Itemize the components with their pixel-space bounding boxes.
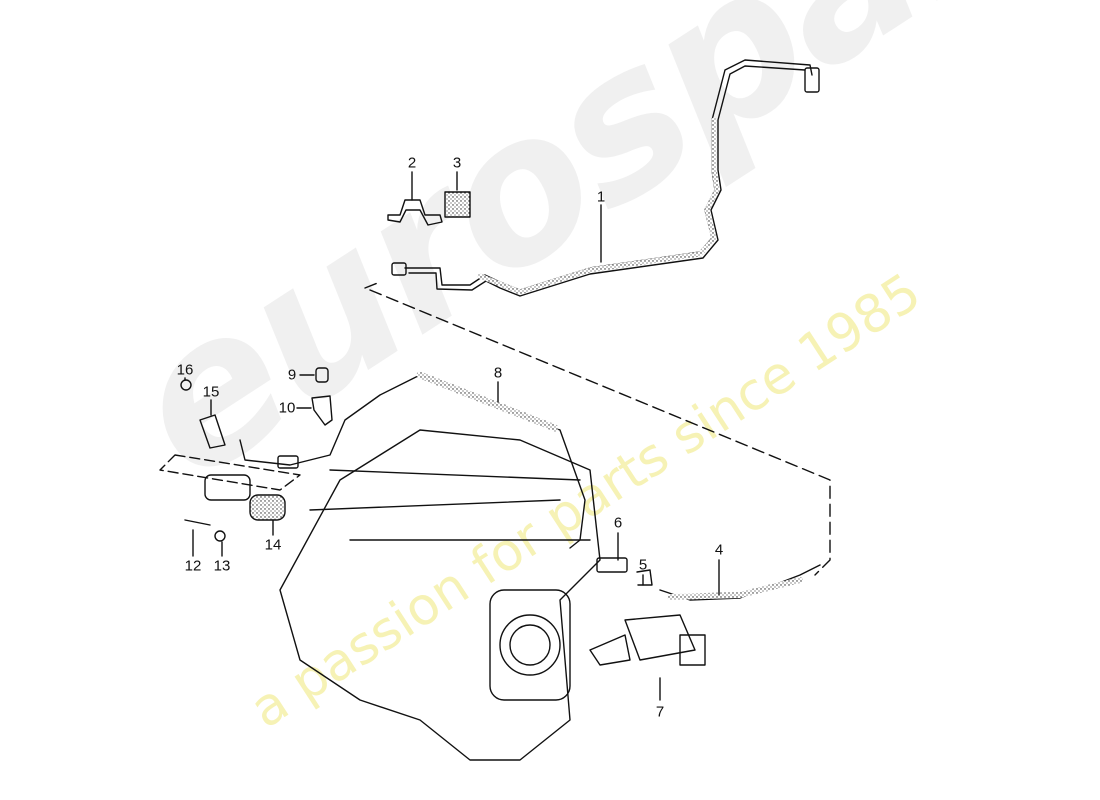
callout-10: 10	[278, 399, 296, 417]
callout-2: 2	[407, 154, 417, 172]
callout-16: 16	[176, 361, 194, 379]
callout-5: 5	[638, 556, 648, 574]
callout-9: 9	[287, 366, 297, 384]
callout-4: 4	[714, 541, 724, 559]
callout-3: 3	[452, 154, 462, 172]
callout-14: 14	[264, 536, 282, 554]
callout-6: 6	[613, 514, 623, 532]
callout-13: 13	[213, 557, 231, 575]
callout-12: 12	[184, 557, 202, 575]
callout-1: 1	[596, 188, 606, 206]
callout-15: 15	[202, 383, 220, 401]
callout-8: 8	[493, 364, 503, 382]
callout-7: 7	[655, 703, 665, 721]
